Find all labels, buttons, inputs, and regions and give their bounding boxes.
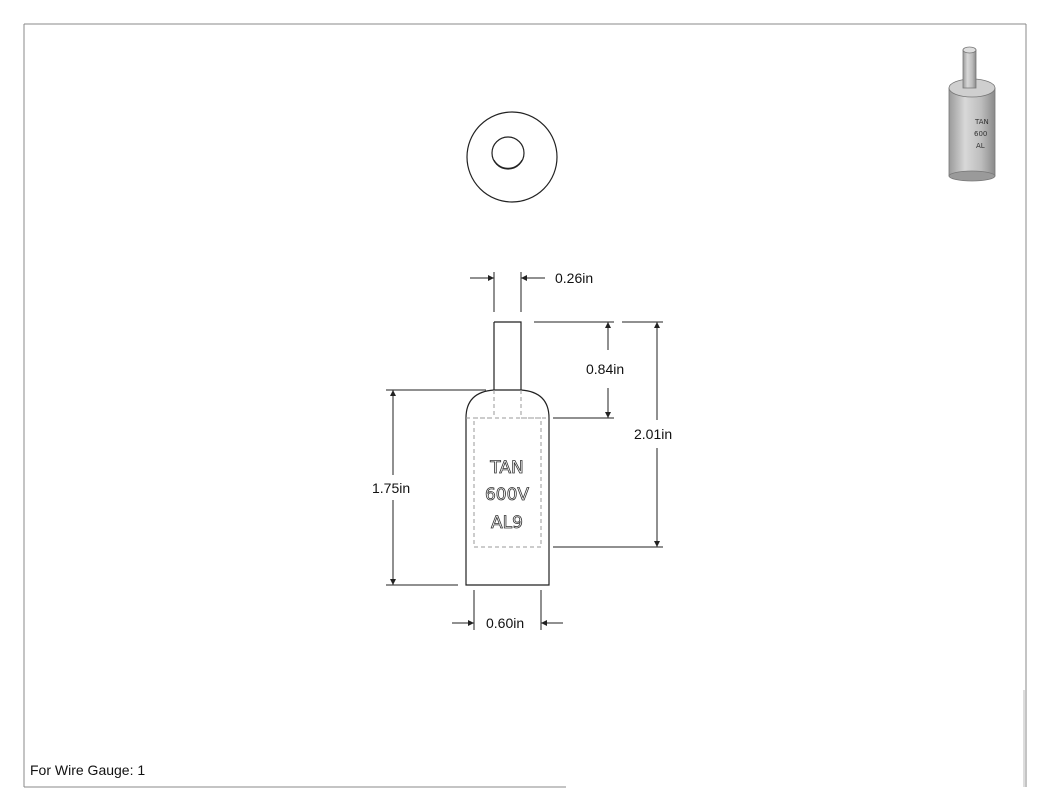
marking-line-1: TAN: [489, 458, 523, 478]
iso-marking-line-3: AL: [976, 142, 985, 150]
top-view-inner-circle: [491, 136, 525, 170]
dimension-barrel-length-label: 1.75in: [372, 480, 410, 496]
marking-line-2: 600V: [485, 485, 529, 505]
dimension-overall-length-label: 2.01in: [634, 426, 672, 442]
dimension-tip-length-label: 0.84in: [586, 361, 624, 377]
front-view: TAN 600V AL9: [465, 321, 550, 586]
dimension-barrel-width: [452, 590, 563, 630]
dimension-barrel-width-label: 0.60in: [486, 615, 524, 631]
lug-tip-outline: [494, 321, 522, 390]
marking-line-3: AL9: [491, 513, 523, 533]
dimension-tip-width-label: 0.26in: [555, 270, 593, 286]
dimension-overall-length: [553, 321, 663, 548]
dimension-tip-width: [470, 272, 545, 312]
dimension-tip-length: [534, 321, 614, 419]
dimension-barrel-length: [386, 389, 486, 586]
top-view: [466, 111, 558, 203]
drawing-frame: [23, 23, 1027, 788]
isometric-view: TAN 600 AL: [948, 46, 996, 182]
top-view-outer-circle: [466, 111, 558, 203]
iso-marking-line-2: 600: [974, 130, 987, 138]
wire-gauge-note: For Wire Gauge: 1: [30, 762, 145, 778]
hidden-lines: [466, 390, 549, 548]
iso-marking-line-1: TAN: [974, 118, 989, 126]
